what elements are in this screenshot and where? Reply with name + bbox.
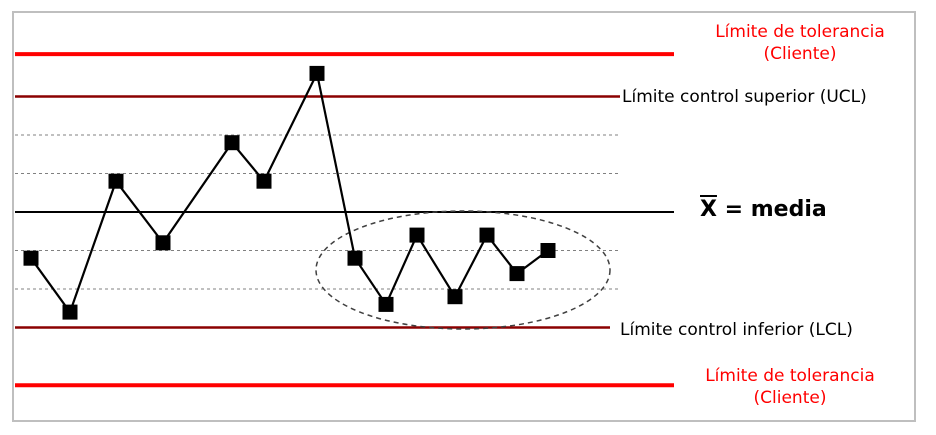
lower-tolerance-label-line1: Límite de tolerancia <box>705 366 875 386</box>
upper-tolerance-label-line1: Límite de tolerancia <box>715 22 885 42</box>
data-point-2 <box>62 304 78 320</box>
mean-label: X = media <box>700 197 827 222</box>
data-point-10 <box>409 227 425 243</box>
series-line <box>30 70 549 315</box>
data-point-13 <box>509 266 525 282</box>
upper-tolerance-label-line2: (Cliente) <box>763 44 837 64</box>
chart-frame <box>12 11 916 422</box>
data-point-4 <box>155 235 171 251</box>
lower-tolerance-label-line2: (Cliente) <box>753 388 827 408</box>
highlight-ellipse <box>315 210 611 330</box>
mean-symbol: X <box>700 197 717 222</box>
data-point-9 <box>378 296 394 312</box>
data-point-11 <box>447 289 463 305</box>
ucl-label: Límite control superior (UCL) <box>622 87 867 107</box>
data-point-6 <box>256 173 272 189</box>
data-point-5 <box>224 135 240 151</box>
data-point-7 <box>309 65 325 81</box>
data-point-14 <box>540 243 556 258</box>
data-point-1 <box>23 250 39 266</box>
data-point-3 <box>108 173 124 189</box>
data-point-8 <box>347 250 363 266</box>
lower-tolerance-label: Límite de tolerancia (Cliente) <box>680 365 900 409</box>
lcl-label: Límite control inferior (LCL) <box>620 320 853 340</box>
upper-tolerance-label: Límite de tolerancia (Cliente) <box>690 21 910 65</box>
data-point-12 <box>479 227 495 243</box>
mean-text: = media <box>716 197 827 222</box>
